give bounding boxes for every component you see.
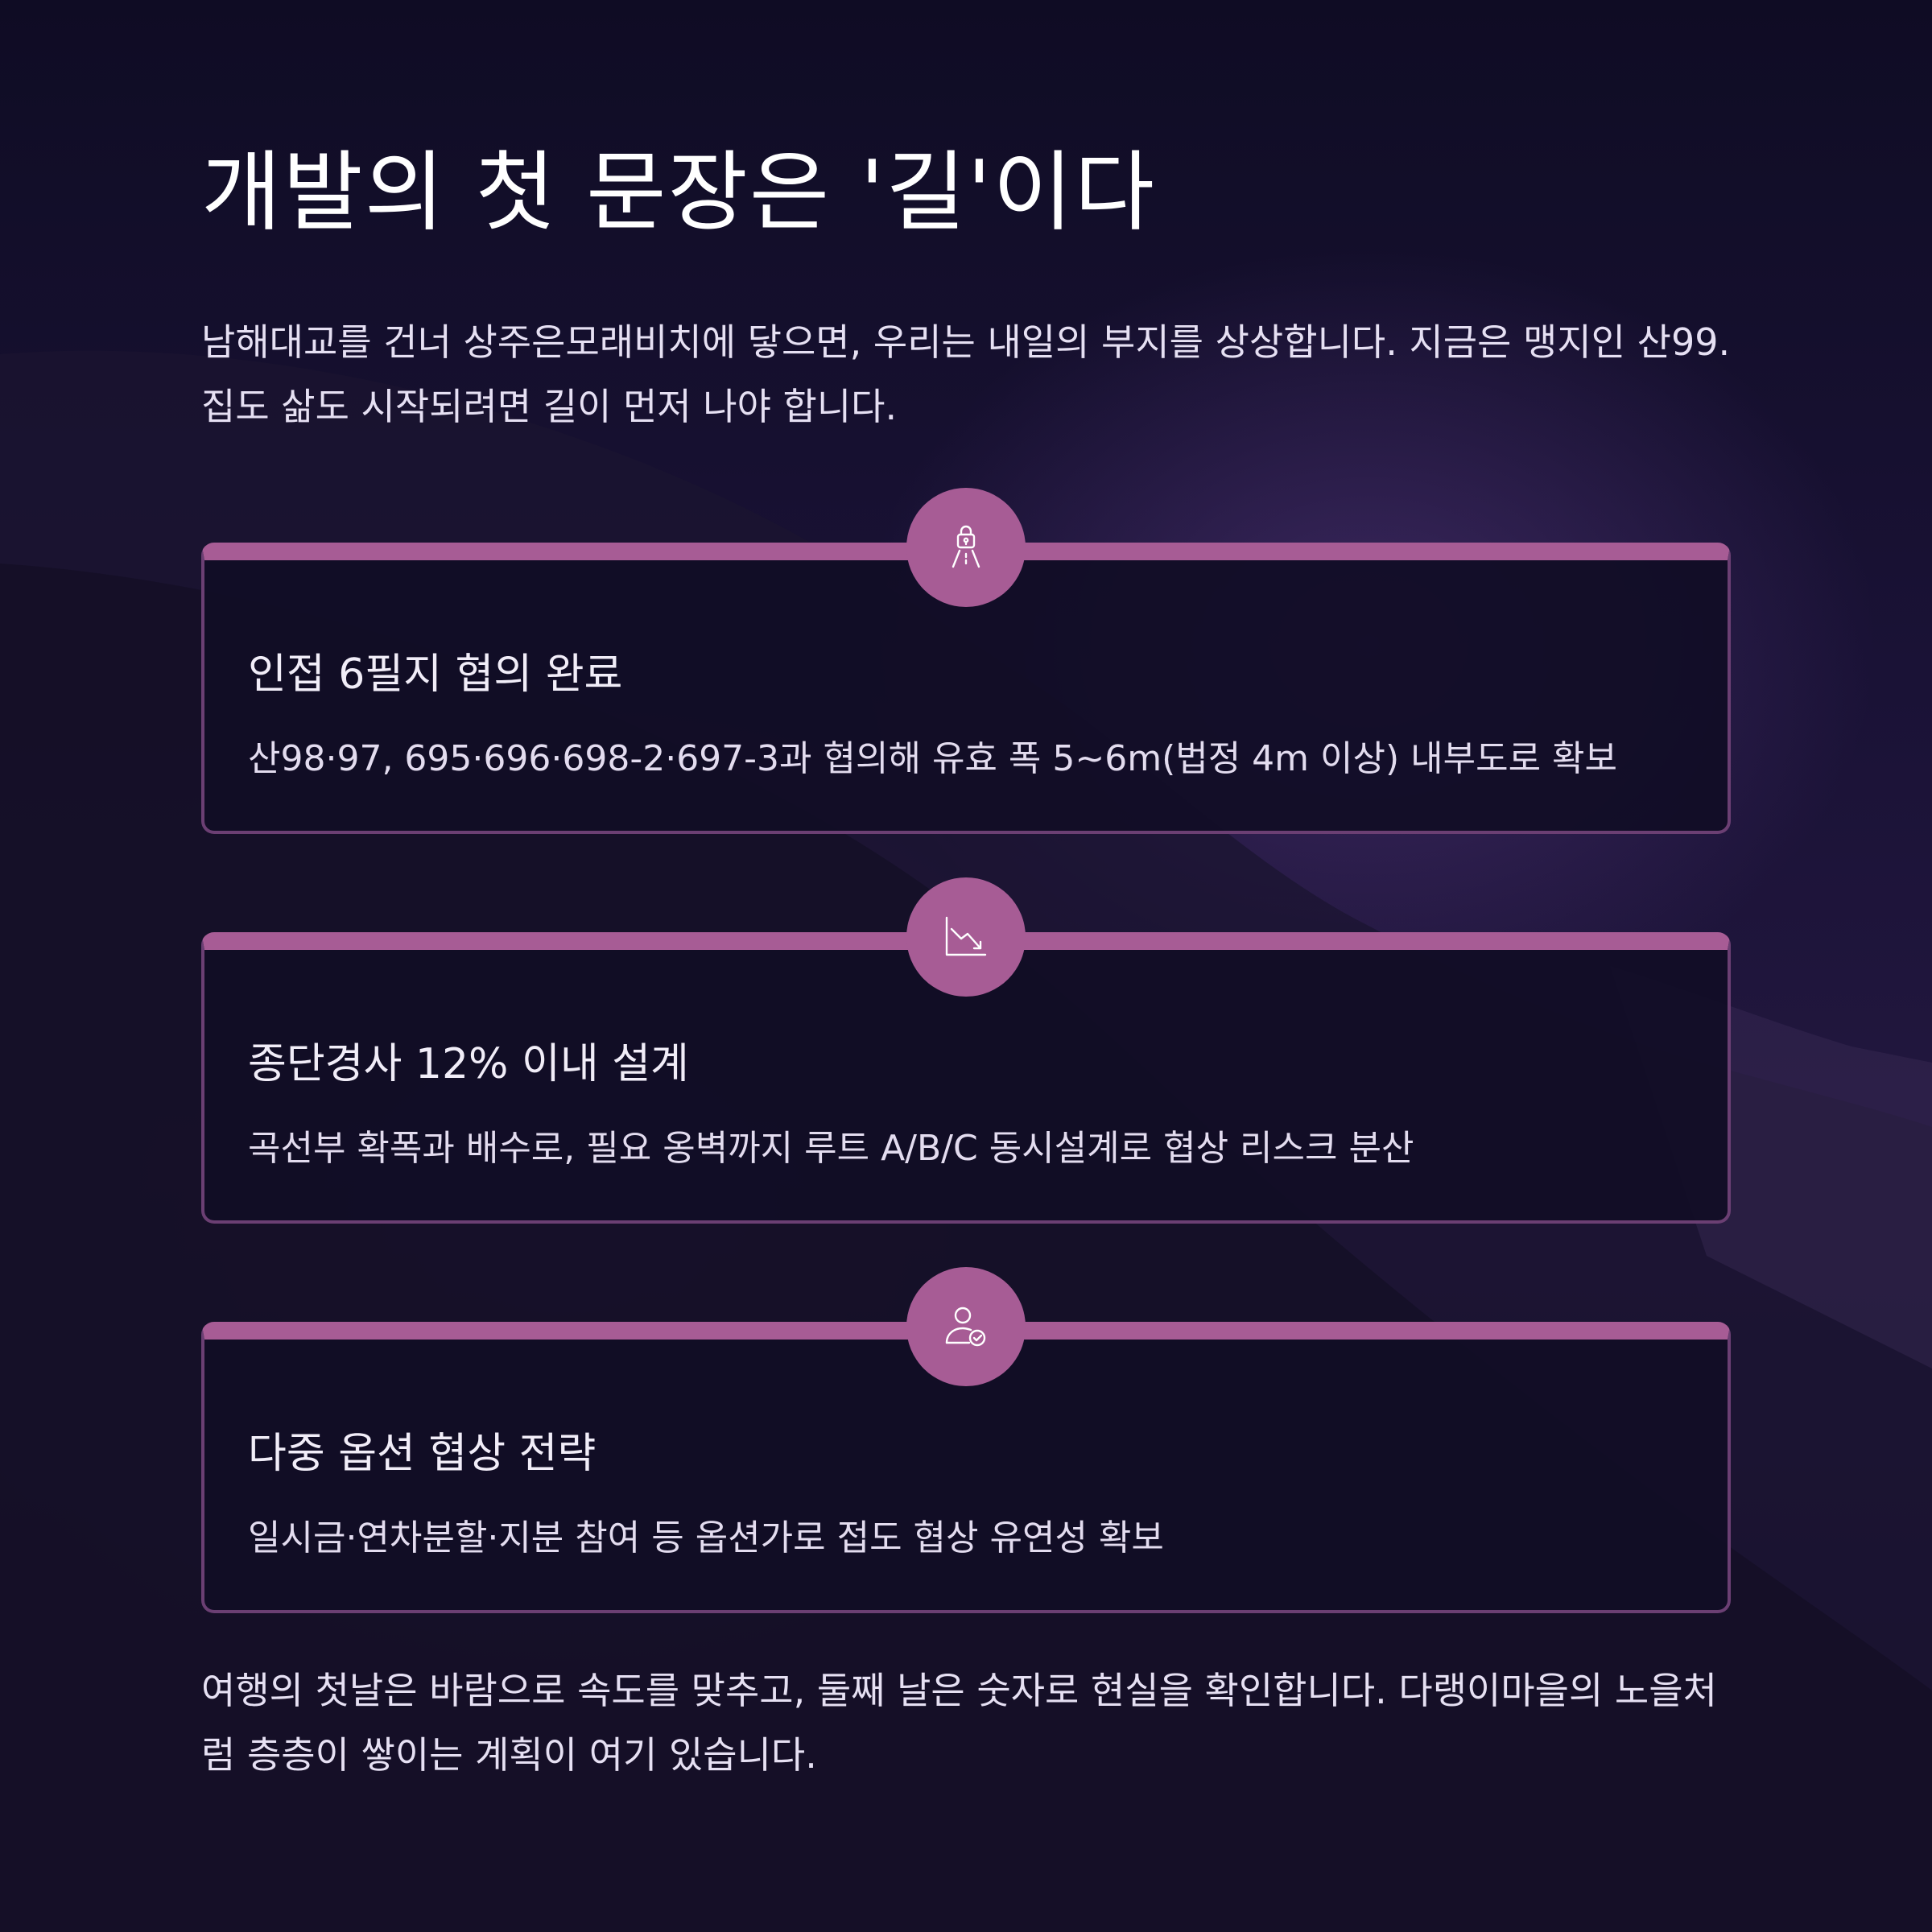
card-text: 일시금·연차분할·지분 참여 등 옵션가로 접도 협상 유연성 확보 bbox=[248, 1517, 1164, 1558]
slope-down-chart-icon bbox=[906, 877, 1026, 997]
card-text: 산98·97, 695·696·698-2·697-3과 협의해 유효 폭 5~… bbox=[248, 738, 1617, 779]
intro-paragraph: 남해대교를 건너 상주은모래비치에 닿으면, 우리는 내일의 부지를 상상합니다… bbox=[201, 320, 1731, 428]
card-heading: 종단경사 12% 이내 설계 bbox=[248, 1040, 689, 1088]
closing-paragraph: 여행의 첫날은 바람으로 속도를 맞추고, 둘째 날은 숫자로 현실을 확인합니… bbox=[201, 1669, 1717, 1777]
card-text: 곡선부 확폭과 배수로, 필요 옹벽까지 루트 A/B/C 동시설계로 협상 리… bbox=[248, 1128, 1414, 1169]
page-title: 개발의 첫 문장은 '길'이다 bbox=[201, 142, 1156, 243]
card-heading: 인접 6필지 협의 완료 bbox=[248, 650, 623, 699]
feature-card-road-access: 인접 6필지 협의 완료 산98·97, 695·696·698-2·697-3… bbox=[201, 543, 1731, 834]
card-heading: 다중 옵션 협상 전략 bbox=[248, 1430, 597, 1478]
road-lock-icon bbox=[906, 488, 1026, 607]
feature-card-slope-design: 종단경사 12% 이내 설계 곡선부 확폭과 배수로, 필요 옹벽까지 루트 A… bbox=[201, 932, 1731, 1224]
user-check-icon bbox=[906, 1267, 1026, 1386]
